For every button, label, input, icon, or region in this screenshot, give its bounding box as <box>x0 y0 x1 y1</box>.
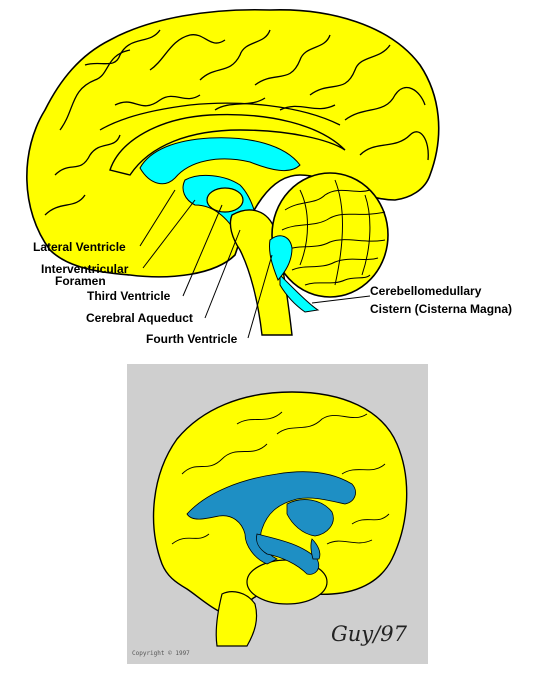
artist-signature: Guy/97 <box>331 622 407 646</box>
thalamus <box>206 187 244 213</box>
label-third-ventricle: Third Ventricle <box>87 289 171 303</box>
credit-text: Copyright © 1997 <box>132 650 190 657</box>
fourth-ventricle-3d <box>310 538 321 560</box>
label-cerebral-aqueduct: Cerebral Aqueduct <box>86 311 193 325</box>
label-lateral-ventricle: Lateral Ventricle <box>33 240 126 254</box>
gyri-lateral <box>171 411 390 545</box>
ventricles-illustration-panel <box>127 364 428 664</box>
label-fourth-ventricle: Fourth Ventricle <box>146 332 238 346</box>
cerebellum <box>271 172 389 298</box>
leader-lines <box>139 189 371 339</box>
label-cerebellomedullary-line1: Cerebellomedullary <box>370 284 482 298</box>
lateral-ventricle-3d <box>186 471 356 565</box>
cisterna-magna <box>279 273 320 313</box>
label-interventricular-foramen-line2: Foramen <box>55 274 106 288</box>
ventricles-illustration <box>152 391 408 647</box>
label-interventricular-foramen-line1: Interventricular <box>41 262 129 276</box>
corpus-callosum <box>109 113 346 176</box>
label-cerebellomedullary-line2: Cistern (Cisterna Magna) <box>370 302 513 316</box>
midsagittal-brain-diagram <box>26 8 440 339</box>
gyri <box>44 29 429 216</box>
third-ventricle-3d <box>286 499 334 537</box>
lateral-ventricle <box>139 137 301 185</box>
brainstem-lateral <box>215 591 258 647</box>
temporal-horn <box>256 533 320 575</box>
